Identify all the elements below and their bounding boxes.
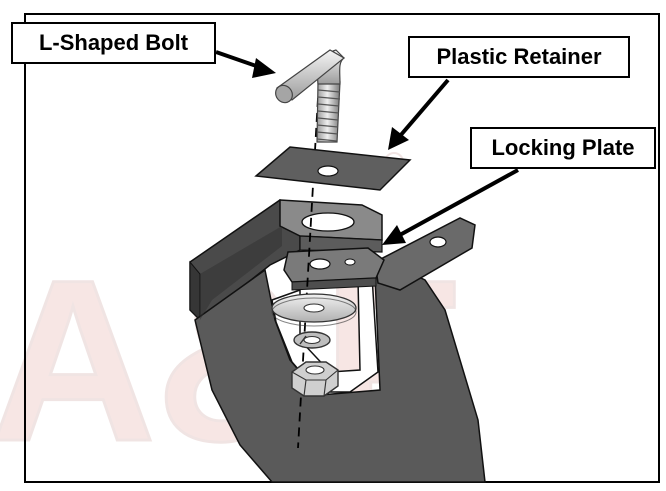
label-plastic-retainer: Plastic Retainer [408, 36, 630, 78]
bolt-arrow [215, 50, 276, 78]
retainer-arrow [388, 78, 450, 150]
lock-washer [293, 331, 331, 349]
label-locking-plate: Locking Plate [470, 127, 656, 169]
label-l-shaped-bolt: L-Shaped Bolt [11, 22, 216, 64]
flat-washer [271, 293, 357, 327]
plate-arrow [382, 168, 519, 245]
locking-plate [283, 247, 385, 291]
plastic-retainer [254, 146, 412, 191]
leader-arrows [215, 50, 519, 245]
l-shaped-bolt [275, 49, 346, 143]
bracket [189, 199, 486, 483]
hex-nut [291, 361, 339, 397]
